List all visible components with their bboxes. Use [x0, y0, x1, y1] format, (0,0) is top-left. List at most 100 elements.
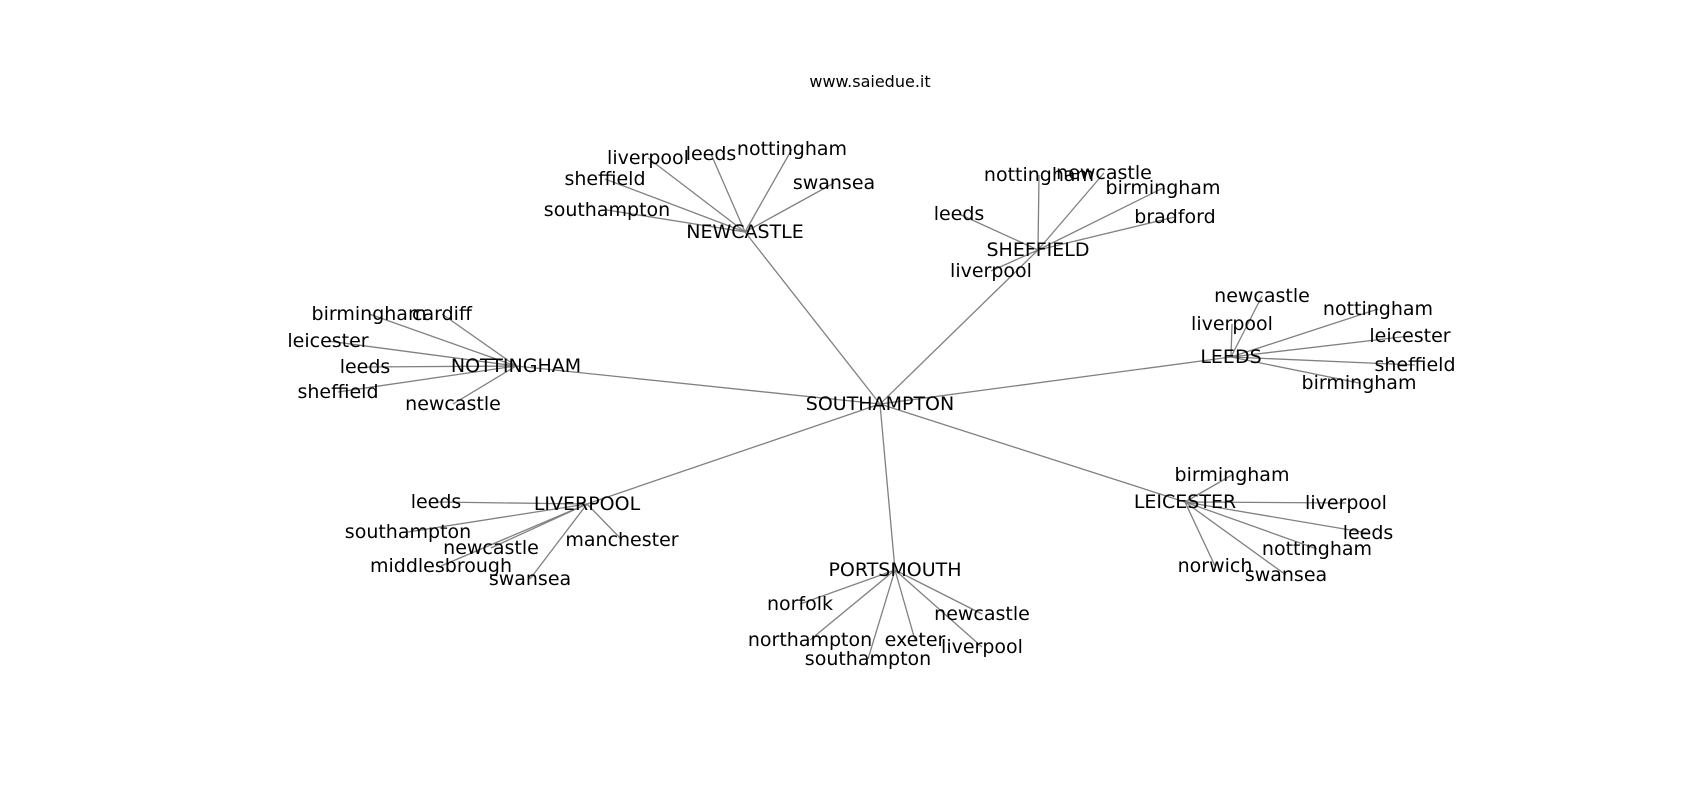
edge-hub-leaf: [799, 569, 896, 605]
leaf-node-label: newcastle: [1056, 162, 1152, 184]
edge-root-hub: [515, 365, 881, 405]
leaf-node-label: cardiff: [412, 303, 473, 325]
leaf-node-label: middlesbrough: [370, 555, 512, 577]
leaf-node-label: nottingham: [1262, 538, 1372, 560]
hub-node-label: PORTSMOUTH: [828, 559, 961, 581]
leaf-node-label: southampton: [345, 521, 471, 543]
leaf-node-label: leeds: [686, 143, 737, 165]
edge-root-hub: [586, 403, 881, 505]
leaf-node-label: newcastle: [405, 393, 501, 415]
edge-hub-leaf: [894, 569, 916, 641]
edge-hub-leaf: [1184, 501, 1347, 504]
edge-hub-leaf: [441, 313, 517, 367]
edge-hub-leaf: [604, 178, 746, 233]
leaf-node-label: birmingham: [1175, 464, 1290, 486]
edge-hub-leaf: [710, 153, 746, 233]
edge-hub-leaf: [867, 569, 896, 660]
edge-hub-leaf: [368, 313, 517, 367]
hub-node-label: NEWCASTLE: [686, 221, 804, 243]
leaf-node-label: newcastle: [1214, 285, 1310, 307]
edge-hub-leaf: [586, 503, 623, 541]
leaf-node-label: swansea: [793, 172, 875, 194]
leaf-node-label: norwich: [1178, 555, 1253, 577]
leaf-node-label: nottingham: [737, 138, 847, 160]
leaf-node-label: sheffield: [297, 381, 378, 403]
hub-node-label: NOTTINGHAM: [451, 355, 581, 377]
edge-hub-leaf: [606, 209, 746, 233]
edge-root-hub: [879, 356, 1232, 405]
leaf-node-label: liverpool: [950, 260, 1032, 282]
leaf-node-label: newcastle: [934, 603, 1030, 625]
edge-hub-leaf: [1230, 295, 1263, 358]
edge-hub-leaf: [1184, 501, 1287, 576]
leaf-node-label: leeds: [934, 203, 985, 225]
edge-hub-leaf: [1230, 323, 1233, 358]
edge-hub-leaf: [1037, 172, 1105, 251]
leaf-node-label: birmingham: [1106, 177, 1221, 199]
edge-hub-leaf: [435, 501, 588, 505]
graph-edges: [327, 148, 1416, 660]
edge-hub-leaf: [1184, 501, 1318, 550]
edge-hub-leaf: [1184, 474, 1233, 503]
leaf-node-label: exeter: [885, 629, 946, 651]
edge-hub-leaf: [440, 503, 588, 567]
edge-hub-leaf: [1037, 216, 1176, 251]
edge-hub-leaf: [364, 365, 517, 368]
edge-root-hub: [744, 231, 881, 405]
edge-hub-leaf: [529, 503, 588, 580]
edge-hub-leaf: [327, 340, 517, 367]
edge-hub-leaf: [1037, 174, 1040, 251]
leaf-node-label: nottingham: [984, 164, 1094, 186]
hub-node-label: LEEDS: [1200, 346, 1261, 368]
edge-hub-leaf: [894, 569, 983, 615]
leaf-node-label: manchester: [565, 529, 678, 551]
edge-hub-leaf: [1037, 187, 1164, 251]
leaf-node-label: leeds: [340, 356, 391, 378]
leaf-node-label: northampton: [748, 629, 872, 651]
edge-hub-leaf: [744, 148, 793, 233]
leaf-node-label: sheffield: [564, 168, 645, 190]
leaf-node-label: birmingham: [312, 303, 427, 325]
leaf-node-label: liverpool: [607, 147, 689, 169]
edge-hub-leaf: [1230, 335, 1411, 358]
leaf-node-label: swansea: [489, 568, 571, 590]
edge-hub-leaf: [809, 569, 896, 641]
edge-hub-leaf: [1230, 308, 1379, 358]
leaf-node-label: nottingham: [1323, 298, 1433, 320]
edge-hub-leaf: [647, 157, 746, 233]
leaf-node-label: sheffield: [1374, 354, 1455, 376]
leaf-node-label: newcastle: [443, 537, 539, 559]
root-node-label: SOUTHAMPTON: [806, 393, 954, 415]
edge-hub-leaf: [407, 503, 588, 533]
hub-node-label: LIVERPOOL: [534, 493, 641, 515]
leaf-node-label: leeds: [411, 491, 462, 513]
leaf-node-label: bradford: [1134, 206, 1215, 228]
edge-hub-leaf: [337, 365, 517, 393]
leaf-node-label: southampton: [544, 199, 670, 221]
edge-root-hub: [879, 249, 1039, 405]
leaf-node-label: leeds: [1343, 522, 1394, 544]
leaf-node-label: southampton: [805, 648, 931, 670]
edge-root-hub: [879, 403, 896, 571]
leaf-node-label: swansea: [1245, 564, 1327, 586]
edge-hub-leaf: [990, 249, 1039, 272]
edge-hub-leaf: [452, 365, 517, 405]
edge-hub-leaf: [894, 569, 983, 648]
leaf-node-label: leicester: [287, 330, 368, 352]
edge-hub-leaf: [1230, 356, 1416, 366]
edge-hub-leaf: [1230, 356, 1360, 384]
edge-hub-leaf: [1184, 501, 1216, 567]
hub-node-label: SHEFFIELD: [986, 239, 1089, 261]
leaf-node-label: liverpool: [1305, 492, 1387, 514]
edge-hub-leaf: [744, 182, 835, 233]
leaf-node-label: liverpool: [1191, 313, 1273, 335]
edge-root-hub: [879, 403, 1186, 503]
hub-node-label: LEICESTER: [1134, 491, 1236, 513]
edge-hub-leaf: [958, 213, 1039, 251]
leaf-node-label: liverpool: [941, 636, 1023, 658]
edge-hub-leaf: [1184, 501, 1369, 534]
leaf-node-label: birmingham: [1302, 372, 1417, 394]
site-title: www.saiedue.it: [809, 72, 930, 91]
